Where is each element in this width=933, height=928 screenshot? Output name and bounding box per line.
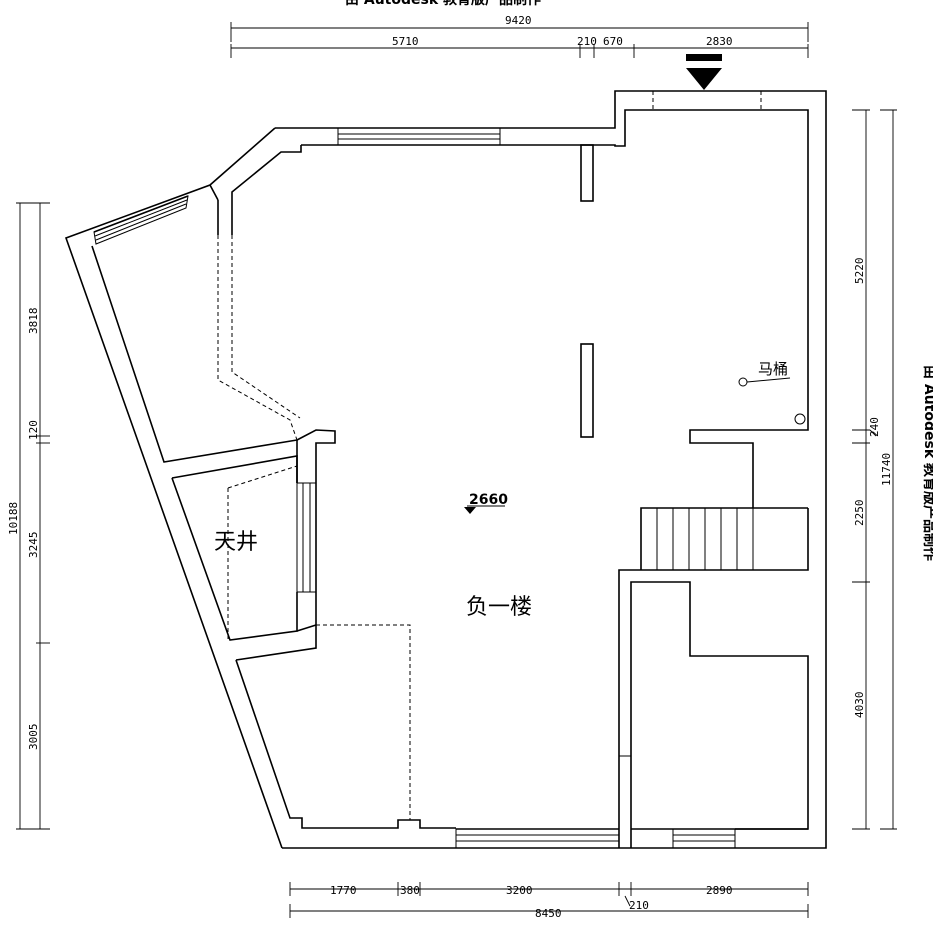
elevation-label: 2660	[469, 492, 508, 508]
dim-bottom-small: 210	[629, 899, 649, 912]
dim-left-seg-2: 120	[27, 420, 40, 440]
bottom-dimensions: 1770 380 3200 2890 210 8450	[289, 882, 809, 920]
dim-left-total: 10188	[7, 502, 20, 535]
top-dimensions: 9420 5710 210 670 2830	[230, 14, 809, 58]
dim-left-seg-4: 3005	[27, 724, 40, 751]
dim-right-seg-1: 5220	[853, 258, 866, 285]
dim-bottom-seg-4: 2890	[706, 884, 733, 897]
outer-walls	[64, 90, 827, 849]
dim-bottom-seg-1: 1770	[330, 884, 357, 897]
left-dimensions: 10188 3818 120 3245 3005	[7, 202, 50, 830]
dim-top-seg-4: 2830	[706, 35, 733, 48]
stairs	[640, 507, 808, 570]
dim-bottom-seg-3: 3200	[506, 884, 533, 897]
dim-left-seg-3: 3245	[27, 532, 40, 559]
dim-bottom-total: 8450	[535, 907, 562, 920]
dim-right-seg-2: 240	[868, 417, 881, 437]
room-label: 负一楼	[466, 595, 532, 620]
entrance-arrow-icon	[686, 54, 722, 90]
dim-right-seg-4: 4030	[853, 692, 866, 719]
dim-bottom-seg-2: 380	[400, 884, 420, 897]
dim-top-seg-3: 670	[603, 35, 623, 48]
toilet-label: 马桶	[758, 360, 788, 378]
dim-top-seg-1: 5710	[392, 35, 419, 48]
dim-top-seg-2: 210	[577, 35, 597, 48]
interior-partitions	[580, 90, 762, 438]
watermark-top: 由 Autodesk 教育版产品制作	[345, 0, 541, 8]
right-dimensions: 5220 240 2250 4030 11740	[852, 109, 897, 830]
courtyard-label: 天井	[214, 530, 258, 555]
dim-right-seg-3: 2250	[853, 500, 866, 527]
dim-top-total: 9420	[505, 14, 532, 27]
toilet-icon	[738, 377, 806, 425]
dim-right-total: 11740	[880, 453, 893, 486]
windows	[93, 127, 736, 849]
dashed-outlines	[217, 235, 632, 820]
dim-left-seg-1: 3818	[27, 308, 40, 335]
watermark-right: 由 Autodesk 教育版产品制作	[921, 365, 933, 561]
elevation-marker-icon	[464, 505, 505, 514]
